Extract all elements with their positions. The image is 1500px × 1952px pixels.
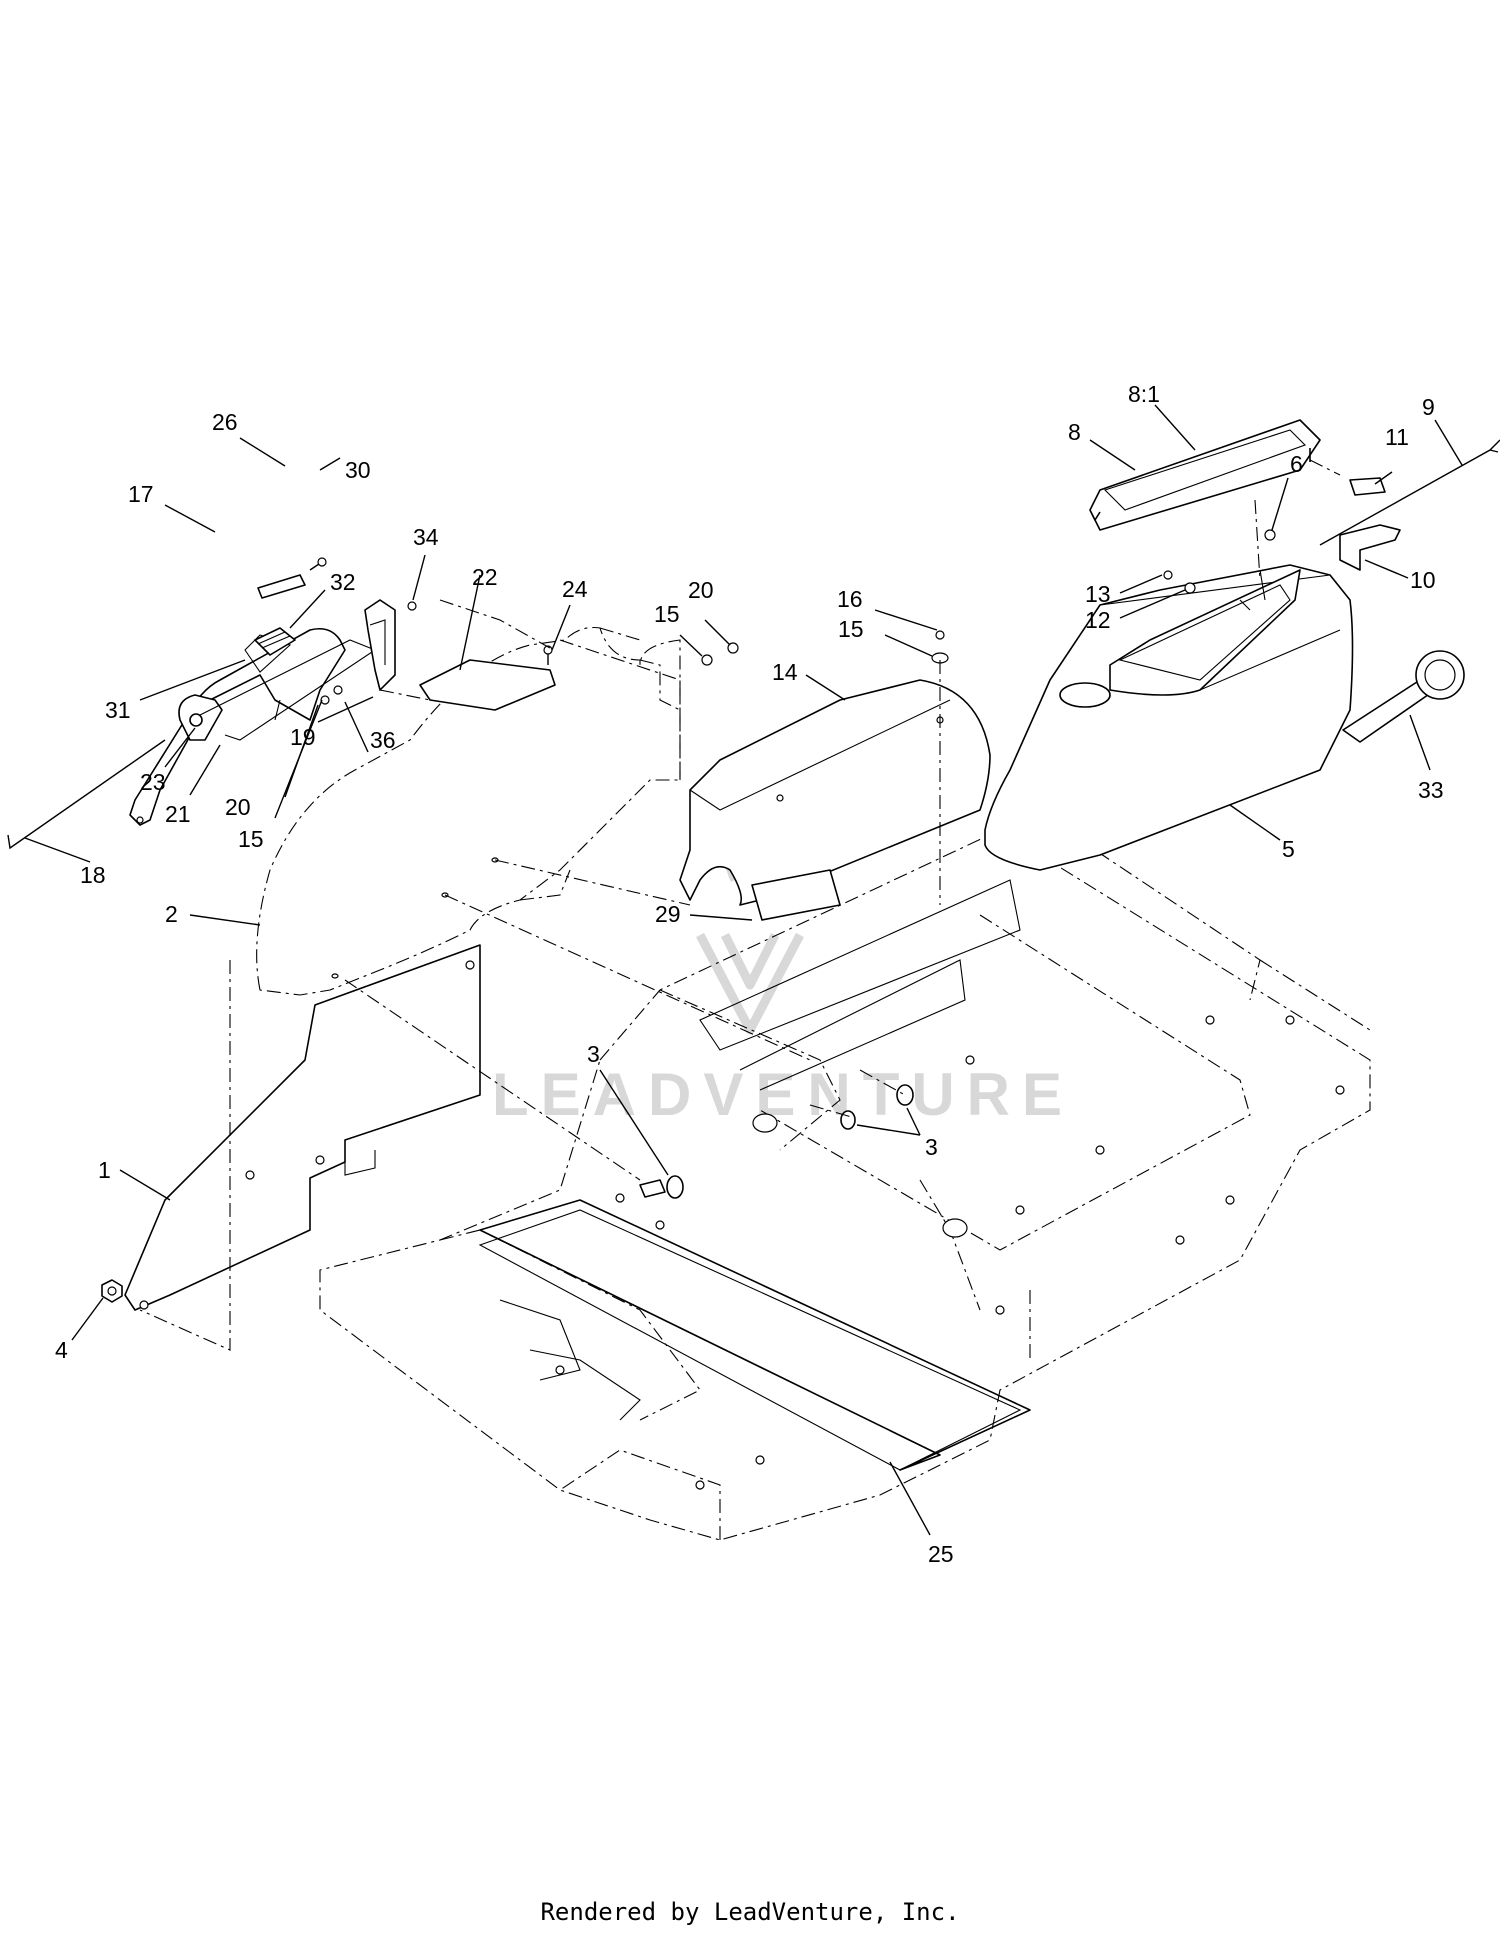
callout-21: 21 — [165, 801, 191, 827]
rod-part-9-bend — [1489, 449, 1499, 453]
frame-part-25 — [319, 819, 1371, 1541]
callout-23: 23 — [140, 769, 166, 795]
lid-part-8 — [1089, 419, 1321, 531]
screw-part-13 — [1163, 570, 1173, 580]
callout-3-right: 3 — [925, 1134, 938, 1160]
callout-24: 24 — [562, 576, 588, 602]
callout-5: 5 — [1282, 836, 1295, 862]
callout-14: 14 — [772, 659, 798, 685]
callout-26: 26 — [212, 409, 238, 435]
callout-22: 22 — [472, 564, 498, 590]
left-fender-part-2 — [256, 626, 681, 996]
callout-18: 18 — [80, 862, 106, 888]
clip-part-26 — [257, 574, 306, 599]
footer-credit: Rendered by LeadVenture, Inc. — [540, 1898, 960, 1926]
callout-11: 11 — [1385, 424, 1409, 450]
callout-36: 36 — [370, 727, 396, 753]
callout-8: 8 — [1068, 419, 1081, 445]
bolt-part-3-right-b — [840, 1110, 856, 1130]
control-bar-detail — [699, 879, 1021, 1091]
callout-6: 6 — [1290, 451, 1303, 477]
callout-16: 16 — [837, 586, 863, 612]
washer-part-12 — [1184, 582, 1196, 594]
callout-8-1: 8:1 — [1128, 381, 1160, 407]
alignment-lines — [344, 459, 1341, 1181]
decal-part-29 — [751, 869, 841, 921]
side-panel-part-1 — [124, 944, 481, 1351]
hardware-lower-20-15 — [320, 685, 343, 705]
callout-20-lower: 20 — [225, 794, 251, 820]
callout-2: 2 — [165, 901, 178, 927]
callout-3-left: 3 — [587, 1041, 600, 1067]
screw-part-6 — [1264, 529, 1276, 541]
callout-15-upper: 15 — [654, 601, 680, 627]
nut-part-4 — [101, 1279, 123, 1303]
callout-19: 19 — [290, 724, 316, 750]
switch-part-32 — [254, 627, 296, 656]
callout-25: 25 — [928, 1541, 954, 1567]
callout-1: 1 — [98, 1157, 111, 1183]
rod-part-18 — [7, 739, 166, 850]
bolt-part-3-right-a — [896, 1084, 914, 1106]
leader-lines — [24, 404, 1463, 1536]
right-console-part-5 — [984, 564, 1354, 871]
bracket-part-19 — [364, 599, 396, 691]
callout-4: 4 — [55, 1337, 68, 1363]
rod-part-9 — [1319, 439, 1500, 546]
callout-15-center: 15 — [838, 616, 864, 642]
callout-12: 12 — [1085, 607, 1111, 633]
callout-17: 17 — [128, 481, 154, 507]
screw-part-16 — [931, 630, 949, 664]
center-cover-part-14 — [679, 679, 991, 906]
callout-32: 32 — [330, 569, 356, 595]
callout-13: 13 — [1085, 581, 1111, 607]
bolt-part-3-left — [639, 1175, 684, 1199]
hinge-bracket-part-10 — [1339, 524, 1401, 571]
pin-part-34 — [407, 601, 417, 611]
callout-9: 9 — [1422, 394, 1435, 420]
screw-part-30-head — [317, 557, 327, 567]
callout-29: 29 — [655, 901, 681, 927]
callout-34: 34 — [413, 524, 439, 550]
callout-33: 33 — [1418, 777, 1444, 803]
callouts: 26 30 17 32 31 23 21 18 34 22 24 19 36 2… — [55, 381, 1444, 1567]
wrench-part-33 — [1342, 650, 1465, 743]
pad-part-11 — [1349, 477, 1386, 496]
callout-15-lower: 15 — [238, 826, 264, 852]
hardware-upper-20-15 — [701, 642, 739, 666]
callout-10: 10 — [1410, 567, 1436, 593]
plate-part-22 — [419, 659, 556, 711]
callout-30: 30 — [345, 457, 371, 483]
watermark-text: LEADVENTURE — [492, 1061, 1074, 1128]
callout-20-upper: 20 — [688, 577, 714, 603]
nut-part-23 — [189, 713, 203, 727]
callout-31: 31 — [105, 697, 131, 723]
